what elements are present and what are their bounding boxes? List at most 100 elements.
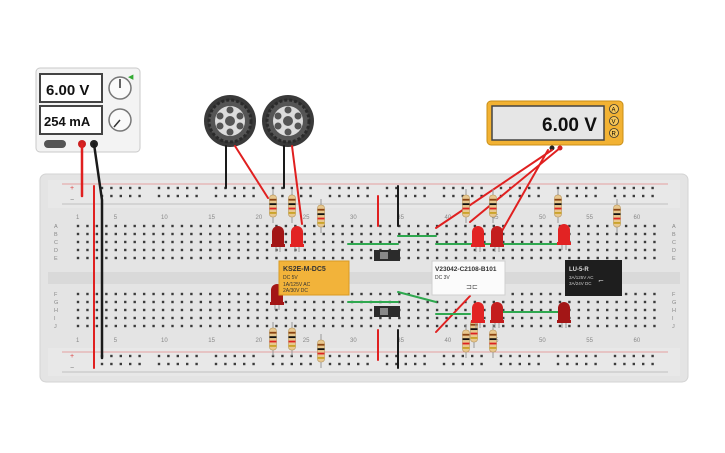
breadboard-hole[interactable] <box>152 308 155 312</box>
breadboard-hole[interactable] <box>483 240 486 244</box>
breadboard-hole[interactable] <box>313 232 316 236</box>
breadboard-hole[interactable] <box>426 256 429 260</box>
breadboard-hole[interactable] <box>284 256 288 260</box>
breadboard-hole[interactable] <box>473 300 477 304</box>
rail-hole[interactable] <box>651 186 654 190</box>
breadboard-hole[interactable] <box>388 232 392 236</box>
breadboard-hole[interactable] <box>256 324 259 328</box>
breadboard-hole[interactable] <box>199 224 203 228</box>
rail-hole[interactable] <box>575 362 578 366</box>
rail-hole[interactable] <box>518 194 521 198</box>
breadboard-hole[interactable] <box>171 300 174 304</box>
rail-hole[interactable] <box>233 194 236 198</box>
breadboard-hole[interactable] <box>568 256 571 260</box>
breadboard-hole[interactable] <box>180 240 184 244</box>
breadboard-hole[interactable] <box>237 324 240 328</box>
rail-hole[interactable] <box>328 362 332 366</box>
rail-hole[interactable] <box>309 354 312 358</box>
rail-hole[interactable] <box>167 186 170 190</box>
breadboard-hole[interactable] <box>492 300 495 304</box>
breadboard-hole[interactable] <box>530 308 533 312</box>
breadboard-hole[interactable] <box>190 232 193 236</box>
breadboard-hole[interactable] <box>445 224 448 228</box>
breadboard-hole[interactable] <box>209 292 212 296</box>
breadboard-hole[interactable] <box>407 324 410 328</box>
breadboard-hole[interactable] <box>124 232 127 236</box>
breadboard-hole[interactable] <box>256 292 259 296</box>
rail-hole[interactable] <box>110 186 113 190</box>
rail-hole[interactable] <box>243 354 246 358</box>
breadboard-hole[interactable] <box>246 300 250 304</box>
breadboard-hole[interactable] <box>643 248 647 252</box>
breadboard-hole[interactable] <box>454 300 458 304</box>
rail-hole[interactable] <box>537 354 540 358</box>
breadboard-hole[interactable] <box>114 316 117 320</box>
breadboard-hole[interactable] <box>190 224 193 228</box>
breadboard-hole[interactable] <box>624 224 628 228</box>
breadboard-hole[interactable] <box>606 316 609 320</box>
rail-hole[interactable] <box>300 186 303 190</box>
breadboard-hole[interactable] <box>445 248 448 252</box>
resistor[interactable] <box>462 324 470 358</box>
rail-hole[interactable] <box>461 354 464 358</box>
breadboard-hole[interactable] <box>86 256 89 260</box>
breadboard-hole[interactable] <box>634 292 637 296</box>
breadboard-hole[interactable] <box>303 324 306 328</box>
breadboard-hole[interactable] <box>417 248 420 252</box>
breadboard-hole[interactable] <box>246 240 250 244</box>
breadboard-hole[interactable] <box>407 232 410 236</box>
rail-hole[interactable] <box>176 194 179 198</box>
breadboard-hole[interactable] <box>520 232 524 236</box>
rail-hole[interactable] <box>366 362 369 366</box>
breadboard-hole[interactable] <box>596 316 599 320</box>
breadboard-hole[interactable] <box>502 324 505 328</box>
breadboard-hole[interactable] <box>95 248 99 252</box>
breadboard-hole[interactable] <box>587 240 590 244</box>
breadboard-hole[interactable] <box>511 248 514 252</box>
breadboard-hole[interactable] <box>95 300 99 304</box>
breadboard-hole[interactable] <box>502 240 505 244</box>
breadboard-hole[interactable] <box>379 292 382 296</box>
breadboard-hole[interactable] <box>549 292 552 296</box>
breadboard-hole[interactable] <box>369 292 373 296</box>
breadboard-hole[interactable] <box>124 308 127 312</box>
breadboard-hole[interactable] <box>256 224 259 228</box>
breadboard-hole[interactable] <box>142 316 146 320</box>
resistor[interactable] <box>288 189 296 223</box>
rail-hole[interactable] <box>385 362 389 366</box>
breadboard-hole[interactable] <box>133 256 136 260</box>
breadboard-hole[interactable] <box>350 224 354 228</box>
breadboard-hole[interactable] <box>190 316 193 320</box>
breadboard-hole[interactable] <box>218 224 221 228</box>
rail-hole[interactable] <box>594 362 597 366</box>
breadboard-hole[interactable] <box>228 240 231 244</box>
rail-hole[interactable] <box>575 354 578 358</box>
breadboard-hole[interactable] <box>95 256 99 260</box>
rail-hole[interactable] <box>347 194 350 198</box>
breadboard-hole[interactable] <box>237 308 240 312</box>
rail-hole[interactable] <box>395 354 398 358</box>
breadboard-hole[interactable] <box>171 292 174 296</box>
resistor[interactable] <box>613 199 621 233</box>
breadboard-hole[interactable] <box>180 224 184 228</box>
breadboard-hole[interactable] <box>445 256 448 260</box>
breadboard-hole[interactable] <box>606 308 609 312</box>
breadboard-hole[interactable] <box>124 240 127 244</box>
breadboard-hole[interactable] <box>539 256 543 260</box>
mode-button-r[interactable] <box>609 128 619 138</box>
breadboard-hole[interactable] <box>653 316 656 320</box>
rail-hole[interactable] <box>233 354 236 358</box>
breadboard-hole[interactable] <box>596 248 599 252</box>
rail-hole[interactable] <box>357 354 360 358</box>
rail-hole[interactable] <box>480 354 483 358</box>
breadboard-hole[interactable] <box>350 308 354 312</box>
rail-hole[interactable] <box>186 194 189 198</box>
rail-hole[interactable] <box>290 362 293 366</box>
breadboard-hole[interactable] <box>360 240 363 244</box>
breadboard-hole[interactable] <box>180 248 184 252</box>
rail-hole[interactable] <box>404 362 407 366</box>
rail-hole[interactable] <box>328 186 332 190</box>
breadboard-hole[interactable] <box>454 316 458 320</box>
breadboard-hole[interactable] <box>246 316 250 320</box>
breadboard-hole[interactable] <box>520 240 524 244</box>
